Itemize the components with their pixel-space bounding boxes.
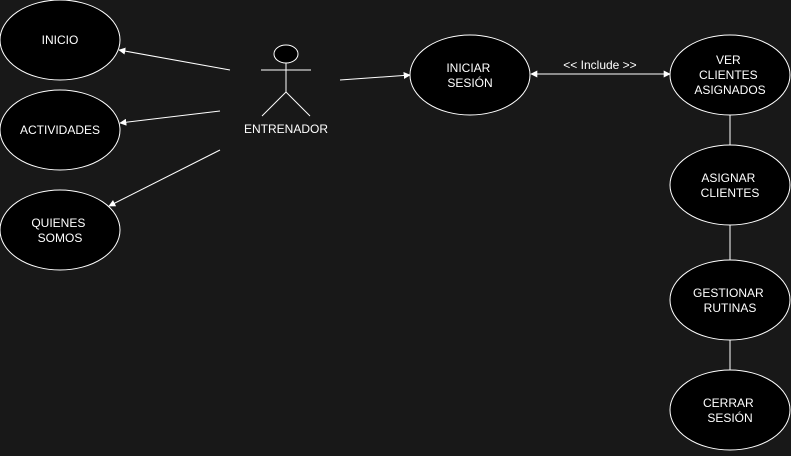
assoc-actor-inicio	[118, 47, 231, 71]
use-case-iniciar-sesion-label: INICIAR SESIÓN	[446, 61, 493, 90]
actor-entrenador: ENTRENADOR	[244, 44, 328, 136]
use-case-ver-clientes-asignados[interactable]: VER CLIENTES ASIGNADOS	[669, 34, 791, 116]
use-case-asignar-clientes[interactable]: ASIGNAR CLIENTES	[669, 144, 791, 226]
use-case-cerrar-sesion-label: CERRAR SESIÓN	[703, 396, 757, 425]
use-case-asignar-clientes-label: ASIGNAR CLIENTES	[701, 171, 760, 200]
use-case-gestionar-rutinas-label: GESTIONAR RUTINAS	[693, 286, 767, 315]
include-label: << Include >>	[563, 58, 636, 72]
actor-left-leg	[261, 91, 287, 117]
actor-head	[273, 44, 299, 64]
use-case-gestionar-rutinas[interactable]: GESTIONAR RUTINAS	[669, 259, 791, 341]
assoc-actor-quienes-somos	[108, 149, 221, 207]
use-case-ver-clientes-label: VER CLIENTES ASIGNADOS	[694, 53, 765, 97]
use-case-quienes-somos[interactable]: QUIENES SOMOS	[0, 189, 121, 271]
actor-name: ENTRENADOR	[244, 122, 328, 136]
actor-right-leg	[285, 91, 311, 117]
use-case-inicio-label: INICIO	[42, 33, 79, 47]
assoc-actor-actividades	[119, 110, 221, 126]
use-case-actividades[interactable]: ACTIVIDADES	[0, 89, 121, 171]
use-case-cerrar-sesion[interactable]: CERRAR SESIÓN	[669, 369, 791, 451]
use-case-iniciar-sesion[interactable]: INICIAR SESIÓN	[409, 34, 531, 116]
assoc-actor-iniciar-sesion	[339, 71, 411, 81]
use-case-quienes-somos-label: QUIENES SOMOS	[31, 216, 88, 245]
use-case-actividades-label: ACTIVIDADES	[20, 123, 100, 137]
use-case-inicio[interactable]: INICIO	[0, 0, 121, 81]
